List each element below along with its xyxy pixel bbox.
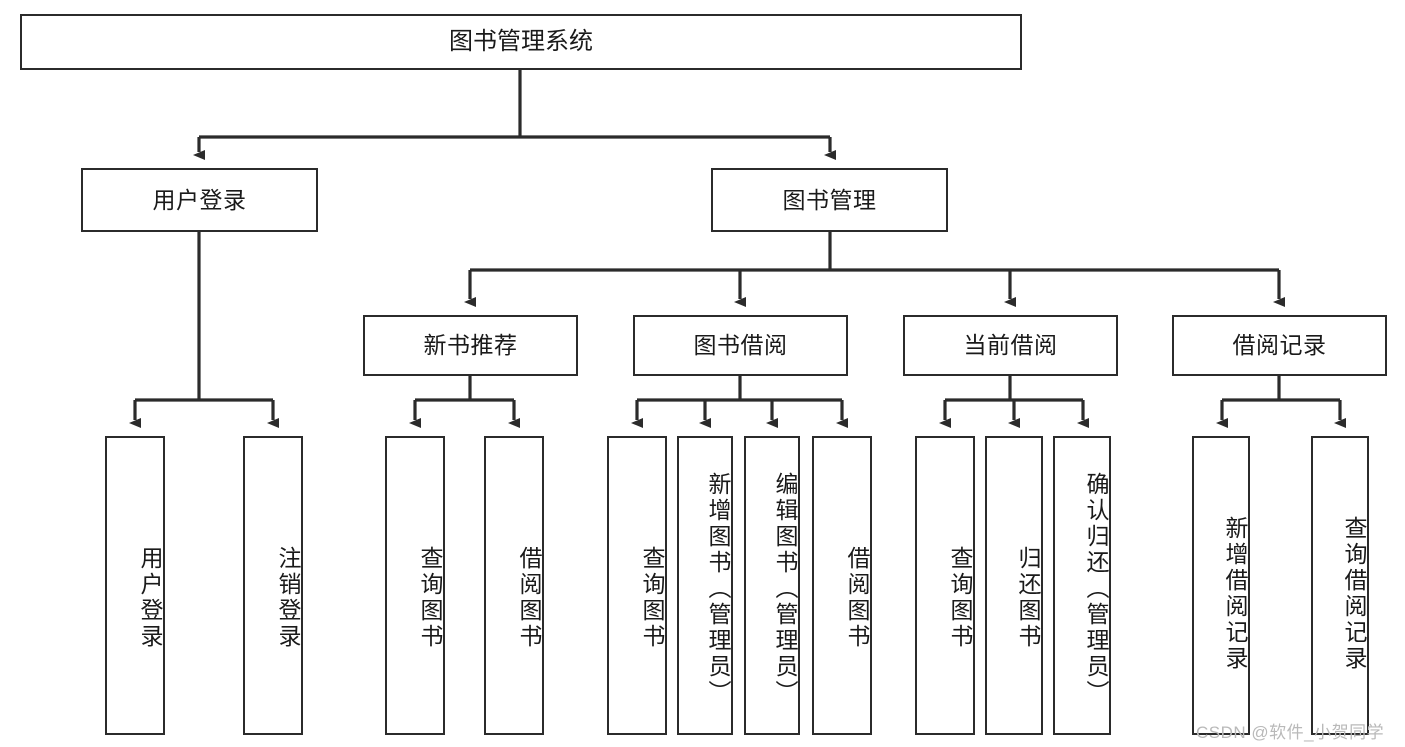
node-root[interactable]: 图书管理系统 [20, 14, 1022, 70]
node-user-login[interactable]: 用户登录 [81, 168, 318, 232]
node-leaf-query-book-3-label: 查询图书 [947, 545, 973, 650]
node-leaf-add-book[interactable]: 新增图书（管理员） [677, 436, 733, 735]
node-leaf-query-book-3[interactable]: 查询图书 [915, 436, 975, 735]
node-leaf-edit-book[interactable]: 编辑图书（管理员） [744, 436, 800, 735]
node-current-borrow-label: 当前借阅 [963, 332, 1058, 359]
node-leaf-query-book-1-label: 查询图书 [417, 545, 443, 650]
node-leaf-borrow-book-2-label: 借阅图书 [844, 545, 870, 650]
node-leaf-query-book-2[interactable]: 查询图书 [607, 436, 667, 735]
node-leaf-borrow-book-1[interactable]: 借阅图书 [484, 436, 544, 735]
node-borrow-record[interactable]: 借阅记录 [1172, 315, 1387, 376]
node-leaf-borrow-book-2[interactable]: 借阅图书 [812, 436, 872, 735]
node-leaf-return-book-label: 归还图书 [1015, 545, 1041, 650]
watermark-csdn: CSDN @软件_小贺同学 [1196, 723, 1385, 742]
node-leaf-add-record[interactable]: 新增借阅记录 [1192, 436, 1250, 735]
node-leaf-query-record[interactable]: 查询借阅记录 [1311, 436, 1369, 735]
node-new-book-recommend[interactable]: 新书推荐 [363, 315, 578, 376]
node-book-borrow[interactable]: 图书借阅 [633, 315, 848, 376]
node-leaf-confirm-return[interactable]: 确认归还（管理员） [1053, 436, 1111, 735]
node-borrow-record-label: 借阅记录 [1232, 332, 1327, 359]
node-root-label: 图书管理系统 [449, 28, 593, 56]
node-leaf-query-book-1[interactable]: 查询图书 [385, 436, 445, 735]
node-leaf-user-login[interactable]: 用户登录 [105, 436, 165, 735]
node-leaf-add-book-label: 新增图书（管理员） [705, 471, 731, 706]
node-user-login-label: 用户登录 [152, 186, 247, 213]
node-book-management-label: 图书管理 [782, 186, 877, 213]
node-leaf-add-record-label: 新增借阅记录 [1222, 515, 1248, 672]
node-leaf-query-book-2-label: 查询图书 [639, 545, 665, 650]
node-new-book-recommend-label: 新书推荐 [423, 332, 518, 359]
node-leaf-query-record-label: 查询借阅记录 [1341, 515, 1367, 672]
node-leaf-borrow-book-1-label: 借阅图书 [516, 545, 542, 650]
node-book-management[interactable]: 图书管理 [711, 168, 948, 232]
node-leaf-return-book[interactable]: 归还图书 [985, 436, 1043, 735]
node-leaf-edit-book-label: 编辑图书（管理员） [772, 471, 798, 706]
node-leaf-user-login-label: 用户登录 [137, 545, 163, 650]
node-leaf-logout-login-label: 注销登录 [275, 545, 301, 650]
node-current-borrow[interactable]: 当前借阅 [903, 315, 1118, 376]
node-leaf-logout-login[interactable]: 注销登录 [243, 436, 303, 735]
node-book-borrow-label: 图书借阅 [693, 332, 788, 359]
node-leaf-confirm-return-label: 确认归还（管理员） [1083, 471, 1109, 706]
